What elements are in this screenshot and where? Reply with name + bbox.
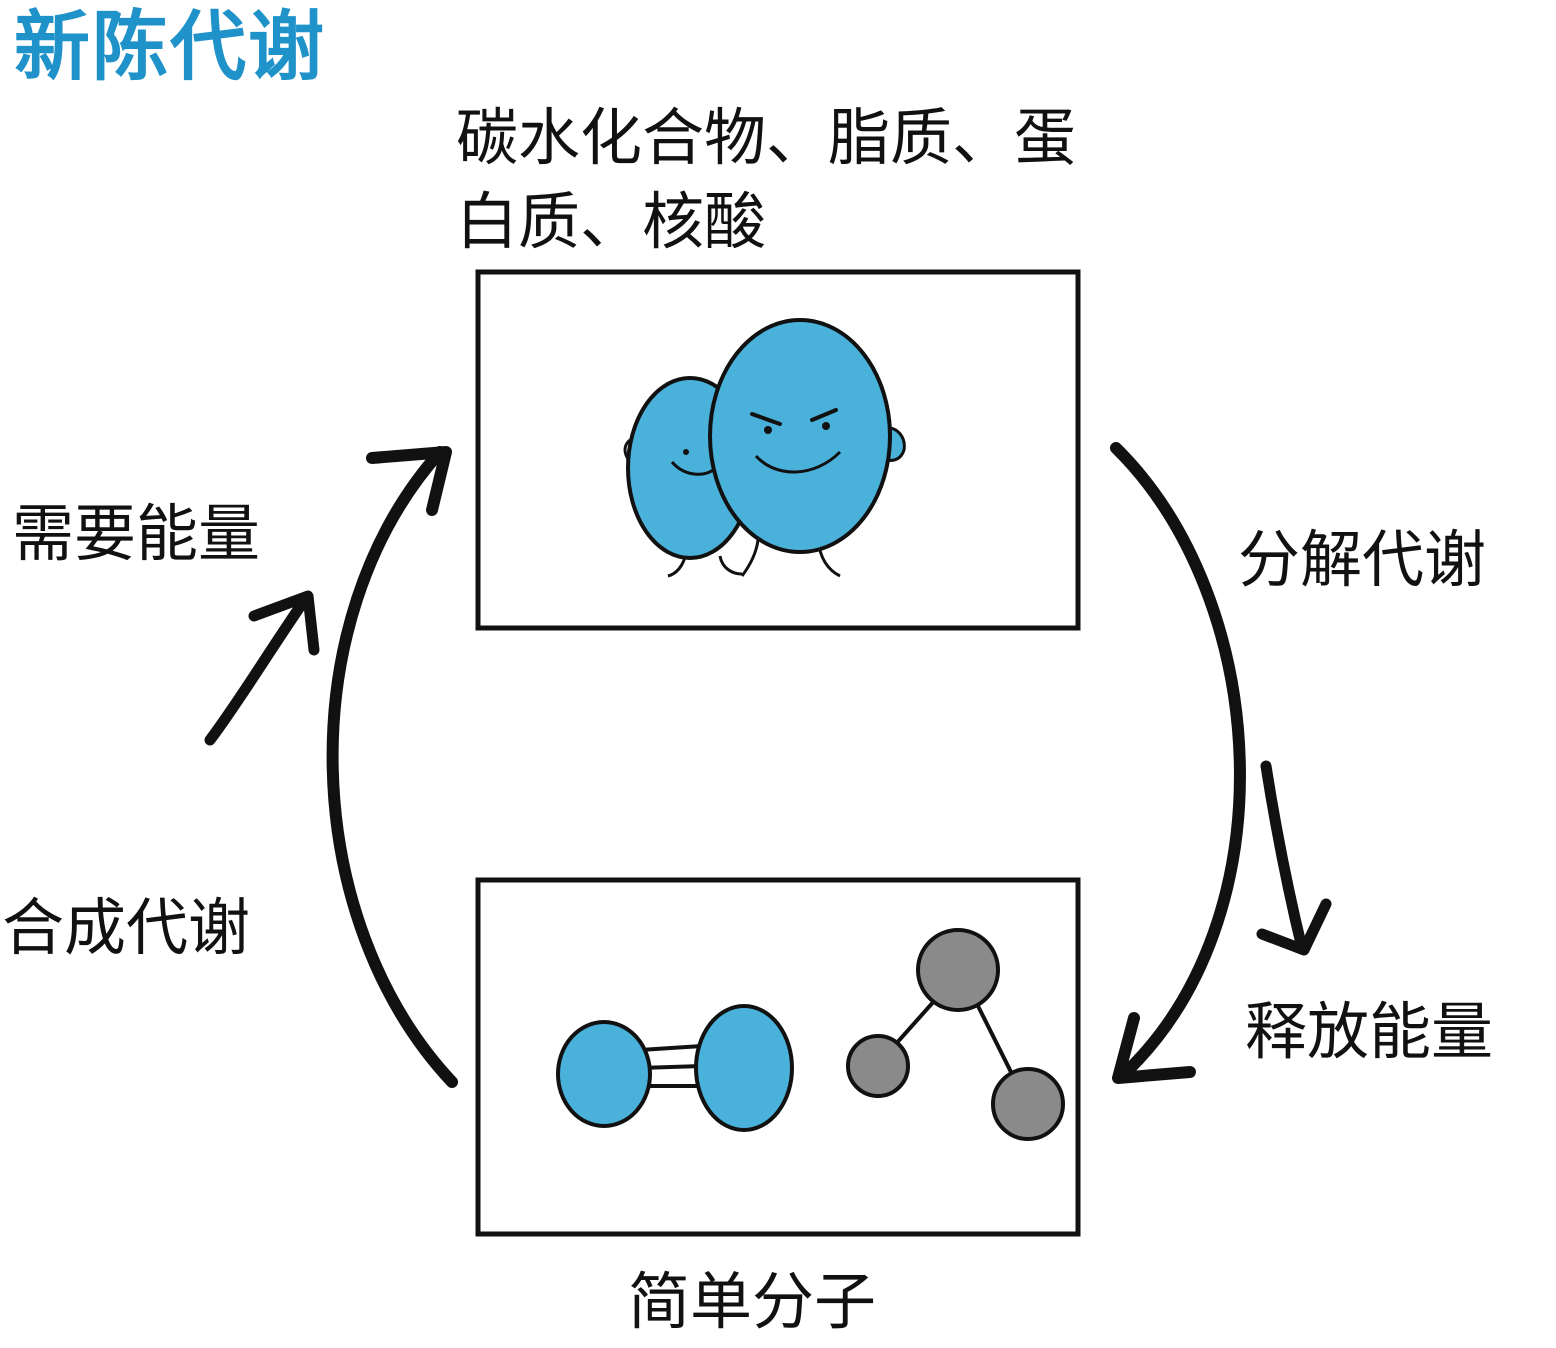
catabolism-arrow <box>1110 442 1246 1082</box>
requires-energy-label: 需要能量 <box>12 497 261 570</box>
page-title: 新陈代谢 <box>14 2 326 91</box>
releases-energy-label: 释放能量 <box>1245 995 1494 1068</box>
gray-bent-molecule-icon <box>846 928 1065 1141</box>
requires-energy-arrowhead <box>248 590 320 656</box>
releases-energy-arrow <box>1260 760 1308 954</box>
macromolecule-box <box>475 269 1081 631</box>
simple-molecules-label: 简单分子 <box>628 1265 877 1338</box>
two-smiling-blue-egg-characters-icon <box>623 318 906 578</box>
catabolism-label: 分解代谢 <box>1238 523 1487 596</box>
requires-energy-arrow <box>204 592 312 746</box>
releases-energy-arrowhead <box>1256 898 1332 956</box>
catabolism-arrowhead <box>1112 1012 1196 1084</box>
anabolism-arrowhead <box>366 446 452 516</box>
anabolism-label: 合成代谢 <box>2 891 251 964</box>
anabolism-arrow <box>326 446 458 1088</box>
macromolecules-label: 碳水化合物、脂质、蛋白质、核酸 <box>456 101 1077 258</box>
blue-double-bond-molecule-icon <box>556 1004 794 1132</box>
simple-molecule-box <box>475 877 1081 1237</box>
